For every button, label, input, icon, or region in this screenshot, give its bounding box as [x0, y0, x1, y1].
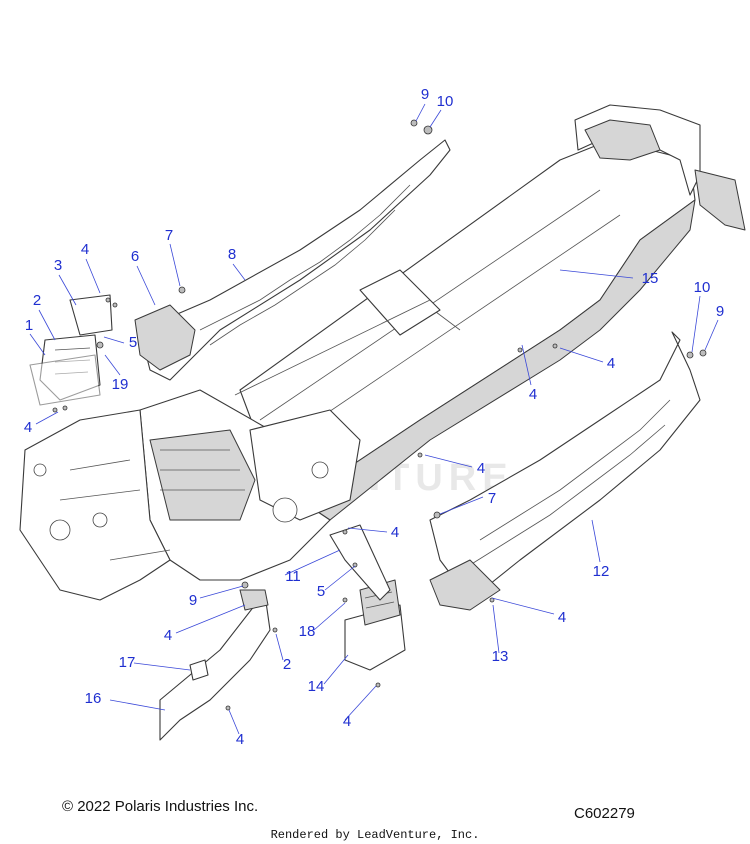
- callouts: 9 10 8 7 6 4 3 2 1 5 19 4 15 10 9 4 4 4 …: [24, 86, 724, 748]
- rendered-by-text: Rendered by LeadVenture, Inc.: [270, 828, 480, 842]
- callout-4[interactable]: 4: [529, 386, 537, 403]
- callout-4[interactable]: 4: [477, 460, 485, 477]
- callout-12[interactable]: 12: [593, 563, 610, 580]
- leader-lines: [29, 103, 719, 735]
- fasteners: [52, 119, 707, 711]
- callout-11[interactable]: 11: [285, 568, 301, 585]
- callout-4[interactable]: 4: [236, 731, 244, 748]
- callout-6[interactable]: 6: [131, 248, 139, 265]
- callout-7[interactable]: 7: [165, 227, 173, 244]
- callout-2[interactable]: 18: [299, 623, 316, 640]
- callout-18[interactable]: 4: [164, 627, 172, 644]
- right-running-board: [429, 331, 701, 611]
- callout-4[interactable]: 4: [343, 713, 351, 730]
- callout-7[interactable]: 7: [488, 490, 496, 507]
- callout-14[interactable]: 14: [308, 678, 325, 695]
- callout-4[interactable]: 4: [391, 524, 399, 541]
- callout-5[interactable]: 5: [129, 334, 137, 351]
- left-running-board: [134, 139, 451, 381]
- side-plate: [329, 524, 391, 601]
- callout-10[interactable]: 10: [694, 279, 711, 296]
- callout-3[interactable]: 3: [54, 257, 62, 274]
- callout-13[interactable]: 13: [492, 648, 509, 665]
- callout-17[interactable]: 17: [119, 654, 136, 671]
- callout-4[interactable]: 4: [607, 355, 615, 372]
- callout-9[interactable]: 9: [421, 86, 429, 103]
- callout-5[interactable]: 5: [317, 583, 325, 600]
- callout-15[interactable]: 15: [642, 270, 659, 287]
- callout-9[interactable]: 9: [716, 303, 724, 320]
- copyright-text: © 2022 Polaris Industries Inc.: [62, 798, 259, 815]
- callout-19[interactable]: 19: [112, 376, 129, 393]
- callout-9[interactable]: 9: [189, 592, 197, 609]
- callout-4[interactable]: 2: [283, 656, 291, 673]
- lower-left-guard: [159, 589, 271, 741]
- callout-4[interactable]: 4: [558, 609, 566, 626]
- callout-2[interactable]: 2: [33, 292, 41, 309]
- callout-10[interactable]: 10: [437, 93, 454, 110]
- callout-1[interactable]: 1: [25, 317, 33, 334]
- drawing-id: C602279: [574, 805, 635, 822]
- callout-16[interactable]: 16: [85, 690, 102, 707]
- callout-4[interactable]: 4: [24, 419, 32, 436]
- callout-4[interactable]: 4: [81, 241, 89, 258]
- front-brackets: [29, 294, 113, 406]
- front-frame: [19, 389, 361, 601]
- callout-8[interactable]: 8: [228, 246, 236, 263]
